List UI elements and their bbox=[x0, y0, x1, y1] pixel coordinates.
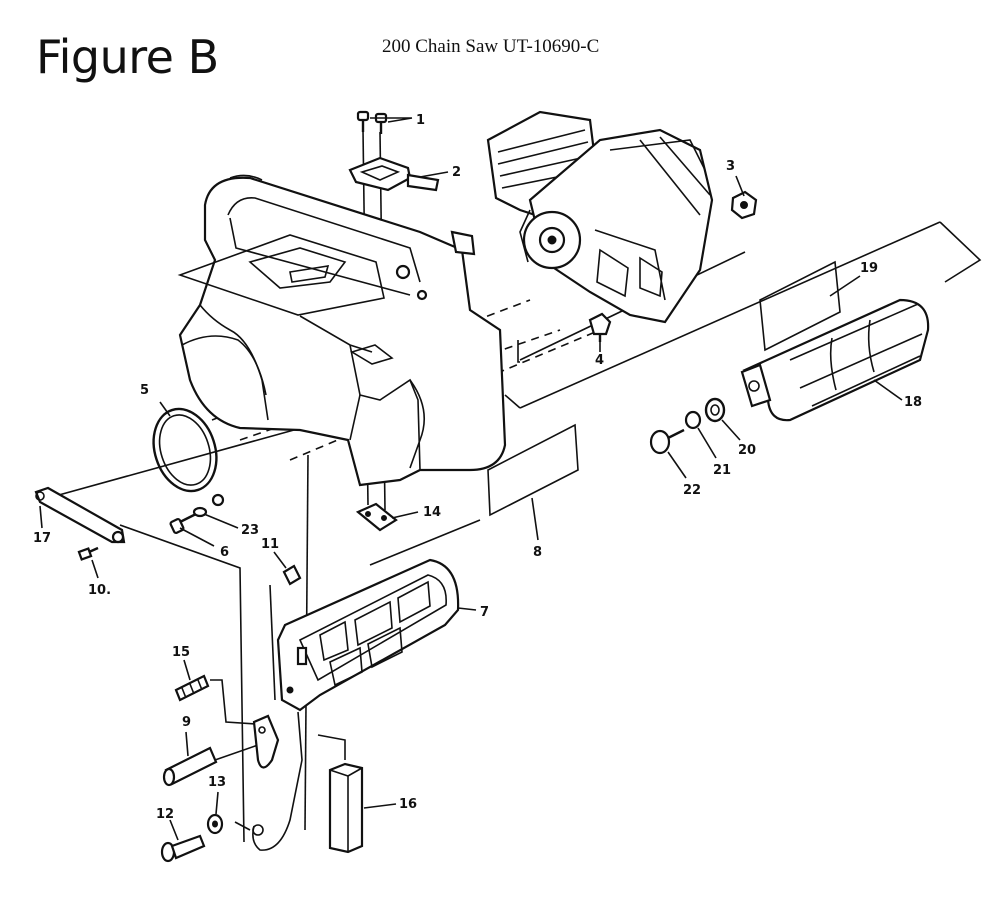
callout-8: 8 bbox=[533, 545, 542, 560]
bracket-14 bbox=[355, 502, 398, 532]
nut-3 bbox=[730, 190, 758, 220]
throttle-arm-17 bbox=[34, 486, 126, 544]
alignment-lines bbox=[47, 129, 982, 843]
callout-6: 6 bbox=[220, 545, 229, 560]
callout-16: 16 bbox=[399, 797, 417, 812]
handle-housing bbox=[177, 174, 507, 487]
washer-20 bbox=[704, 397, 726, 423]
screw-22 bbox=[649, 428, 685, 455]
callout-10: 10. bbox=[88, 583, 111, 598]
callout-19: 19 bbox=[860, 261, 878, 276]
callout-9: 9 bbox=[182, 715, 191, 730]
callout-21: 21 bbox=[713, 463, 731, 478]
callout-2: 2 bbox=[452, 165, 461, 180]
screw-4 bbox=[588, 312, 612, 342]
callout-3: 3 bbox=[726, 159, 735, 174]
pin-15 bbox=[174, 674, 210, 702]
callout-20: 20 bbox=[738, 443, 756, 458]
throttle-latch bbox=[348, 156, 440, 192]
trigger-linkage bbox=[252, 686, 303, 851]
callout-23: 23 bbox=[241, 523, 259, 538]
callout-7: 7 bbox=[480, 605, 489, 620]
figure-subtitle: 200 Chain Saw UT-10690-C bbox=[382, 36, 600, 57]
callout-14: 14 bbox=[423, 505, 441, 520]
screw-6 bbox=[169, 512, 197, 534]
callout-12: 12 bbox=[156, 807, 174, 822]
callout-1: 1 bbox=[416, 113, 425, 128]
washer-21 bbox=[684, 410, 702, 430]
bushing-11 bbox=[282, 564, 302, 586]
callout-4: 4 bbox=[595, 353, 604, 368]
callout-15: 15 bbox=[172, 645, 190, 660]
screw-10 bbox=[77, 546, 99, 561]
washer-13 bbox=[206, 813, 224, 835]
callout-13: 13 bbox=[208, 775, 226, 790]
spring-ring-5 bbox=[152, 407, 225, 507]
figure-title: Figure B bbox=[36, 30, 219, 84]
callout-5: 5 bbox=[140, 383, 149, 398]
callout-17: 17 bbox=[33, 531, 51, 546]
pin-9 bbox=[162, 746, 218, 787]
muffler-shield-18 bbox=[740, 298, 930, 422]
callout-18: 18 bbox=[904, 395, 922, 410]
engine-assembly bbox=[486, 110, 714, 324]
callout-leaders bbox=[39, 117, 903, 841]
screw-12 bbox=[160, 834, 206, 863]
callout-11: 11 bbox=[261, 537, 279, 552]
decal-19 bbox=[759, 260, 841, 352]
pad-16 bbox=[328, 762, 364, 854]
decal-8 bbox=[487, 423, 579, 517]
washer-23 bbox=[192, 506, 208, 518]
callout-22: 22 bbox=[683, 483, 701, 498]
screw-pair bbox=[356, 110, 388, 134]
cover-plate-7 bbox=[276, 558, 460, 712]
callout-labels: 1 2 3 4 5 6 7 8 9 10. 11 12 13 14 15 16 … bbox=[33, 113, 922, 822]
